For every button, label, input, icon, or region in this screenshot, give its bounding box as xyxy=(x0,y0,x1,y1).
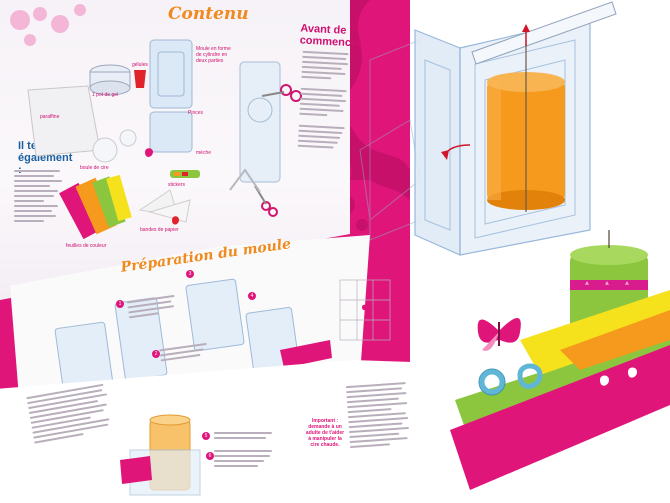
contenu-heading: Contenu xyxy=(168,4,249,24)
label-bandes: bandes de papier xyxy=(140,227,179,233)
label-stickers: stickers xyxy=(168,182,185,188)
label-meche: mèche xyxy=(196,150,212,156)
step-badge: 1 xyxy=(116,300,124,308)
butterfly-icon xyxy=(477,317,521,351)
pink-flourish-icon xyxy=(10,4,86,46)
label-pot-gel: 1 pot de gel xyxy=(92,92,119,98)
label-pinces: Pinces xyxy=(188,110,204,116)
step-badge: 4 xyxy=(248,292,256,300)
label-boule: boule de cire xyxy=(80,165,109,171)
contenu-illustrations xyxy=(27,39,302,240)
warning-note: Important : demande à un adulte de t'aid… xyxy=(305,418,345,448)
label-moule: Moule en forme de cylindre en deux parti… xyxy=(196,46,231,64)
step-badge: 2 xyxy=(152,350,160,358)
label-gelules: gélules xyxy=(132,62,148,68)
step-badge: 5 xyxy=(202,432,210,440)
step-badge: 6 xyxy=(206,452,214,460)
step-text xyxy=(214,432,274,470)
step-badge: 3 xyxy=(186,270,194,278)
bottom-illustrations xyxy=(120,414,201,496)
label-feuilles: feuilles de couleur xyxy=(66,243,107,249)
label-paraffine: paraffine xyxy=(40,114,60,120)
faut-list xyxy=(14,170,64,225)
